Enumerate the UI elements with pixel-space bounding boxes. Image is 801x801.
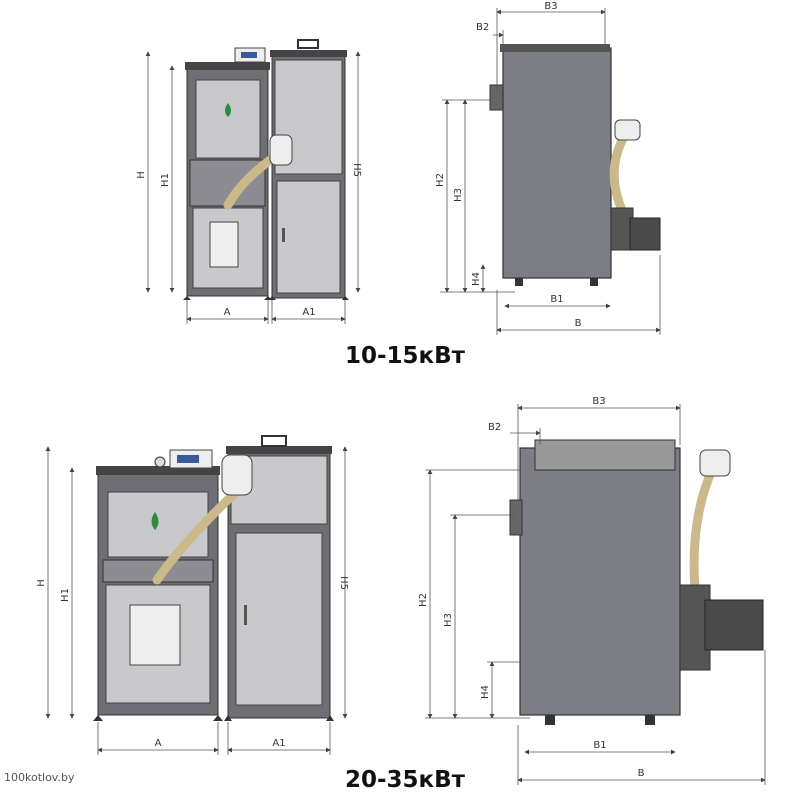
dim-label-h3: H3 [453,188,464,202]
side-view-large: B2 B3 B1 B H2 H3 H4 [418,396,766,785]
feeder-motor [221,454,253,496]
feeder-motor-side [699,449,731,477]
front-view-large: H H1 H5 A A1 [36,435,349,755]
hopper-door-handle [282,228,285,242]
dim-label-b3: B3 [592,396,605,407]
dim-label-h4: H4 [471,272,482,286]
hopper-door [235,532,323,706]
burner-side [629,217,661,251]
flue-outlet [489,84,504,111]
dim-label-b2: B2 [476,22,489,33]
control-display [177,455,199,463]
side-view-small: B2 B3 B1 B H2 H3 H4 [435,1,661,335]
dim-label-h1: H1 [60,588,71,602]
feed-pipe-side [609,130,630,215]
front-view-small: H H1 H5 A A1 [136,39,362,324]
hopper-door-handle [244,605,247,625]
dim-label-h2: H2 [418,593,429,607]
boiler-side-body [502,47,612,279]
burner [129,604,181,666]
dim-label-b1: B1 [593,740,606,751]
control-display [241,52,257,58]
boiler-side-body [519,447,681,716]
dim-label-b: B [575,318,582,329]
dim-label-b2: B2 [488,422,501,433]
dim-label-a1: A1 [272,738,285,749]
feeder-motor-side [614,119,641,141]
feed-pipe [152,485,243,585]
hopper-handle [297,39,319,49]
dim-label-a: A [155,738,162,749]
burner [209,221,239,268]
upper-door [195,79,261,159]
dim-label-h1: H1 [160,173,171,187]
dim-label-h3: H3 [443,613,454,627]
watermark: 100kotlov.by [4,771,75,784]
dim-label-a1: A1 [302,307,315,318]
model-title-small: 10-15кВт [345,343,466,369]
dim-label-b1: B1 [550,294,563,305]
burner-side [704,599,764,651]
logo-icon [225,103,231,117]
dim-label-h4: H4 [480,685,491,699]
dim-label-h5: H5 [338,576,349,590]
feed-pipe-side [689,465,717,595]
model-title-large: 20-35кВт [345,767,466,793]
hopper-handle [261,435,287,447]
dim-label-h: H [136,171,147,179]
boiler-top [185,62,270,70]
dim-label-b: B [638,768,645,779]
dim-label-b3: B3 [544,1,557,12]
dim-label-h: H [36,579,47,587]
hopper-door [276,180,341,294]
dim-label-h5: H5 [351,163,362,177]
dim-label-h2: H2 [435,173,446,187]
feeder-motor [269,134,293,166]
flue-outlet [509,499,523,536]
logo-icon [151,512,159,530]
dim-label-a: A [224,307,231,318]
